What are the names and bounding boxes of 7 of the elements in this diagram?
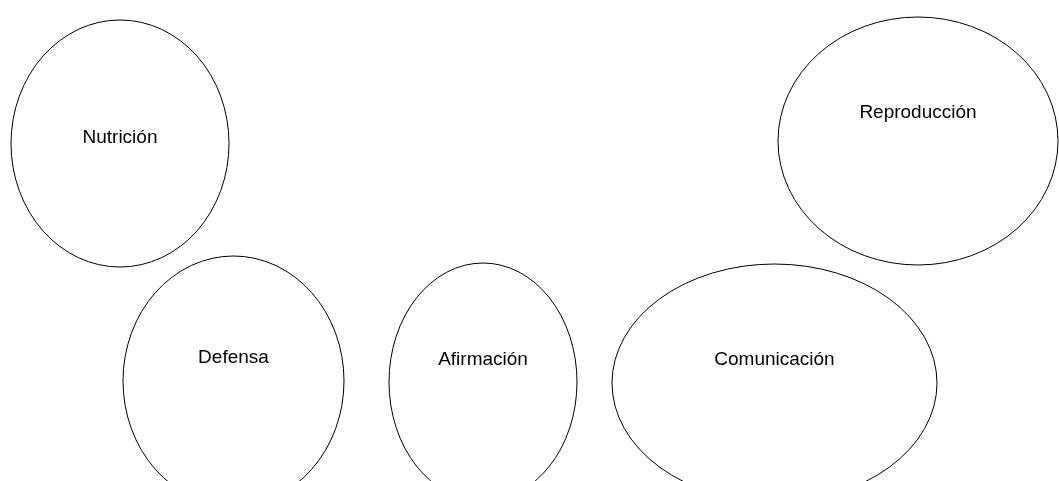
node-label: Reproducción <box>858 100 978 124</box>
node-label: Nutrición <box>81 125 159 149</box>
node-label: Comunicación <box>713 347 836 371</box>
ellipse-node <box>777 16 1059 266</box>
ellipse-node <box>10 19 230 268</box>
node-label: Defensa <box>197 345 270 369</box>
node-label: Afirmación <box>437 347 529 371</box>
